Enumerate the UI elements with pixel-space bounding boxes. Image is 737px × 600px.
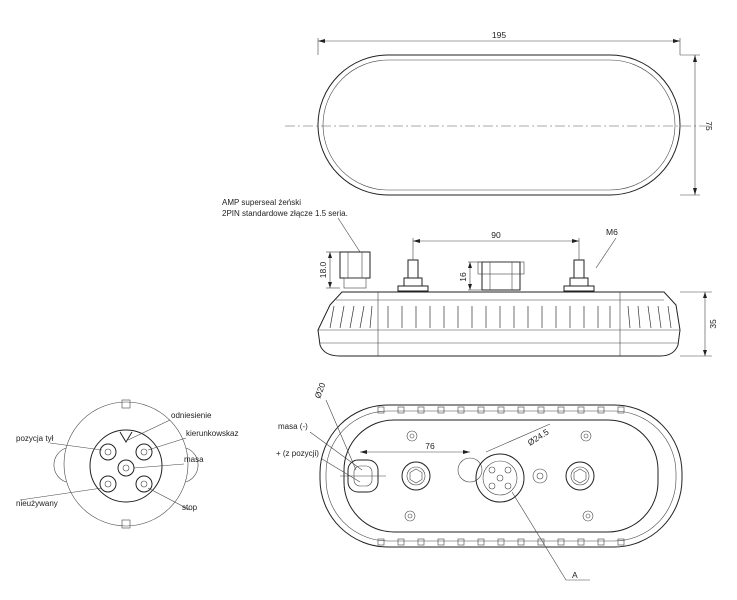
- ribs-top: [377, 406, 625, 414]
- pinout-reference-label: odniesienie: [171, 411, 212, 420]
- length-dimension: 195: [492, 30, 506, 40]
- pin-ground: [117, 459, 135, 477]
- plain-hole: [457, 457, 483, 483]
- positive-label: + (z pozycji): [276, 449, 319, 458]
- pinout-stop-label: stop: [182, 503, 198, 512]
- back-bolt-left: [401, 461, 431, 491]
- center-socket: [481, 261, 521, 291]
- ribs-bottom: [377, 538, 625, 546]
- pin-stop: [135, 475, 153, 493]
- screw-bottom-left: [404, 510, 416, 522]
- screw-top-left: [406, 430, 418, 442]
- section-mark: A: [572, 570, 578, 580]
- hole-diameter-dimension: Ø20: [312, 381, 327, 400]
- vent-valve: [532, 468, 548, 484]
- height-dimension: 75: [704, 121, 714, 131]
- pinout-outer-circle: [63, 401, 189, 527]
- back-view: 76 Ø20 Ø24.5 masa (-) + (z pozycji) A: [276, 381, 683, 581]
- top-view: 195 75: [285, 30, 714, 196]
- pin-turn-signal: [135, 443, 153, 461]
- connector-leader: [337, 217, 361, 253]
- screw-bottom-right: [582, 510, 594, 522]
- pin-tail-position: [99, 443, 117, 461]
- socket-depth-dimension: 16: [458, 272, 468, 282]
- screw-top-right: [580, 430, 592, 442]
- connector-height-dimension: 18.0: [318, 261, 328, 278]
- connector-note-line1: AMP superseal żeński: [222, 198, 301, 207]
- body-depth-dimension: 35: [708, 319, 718, 329]
- back-socket: [475, 453, 525, 503]
- amp-connector: [339, 251, 371, 279]
- pinout-detail: odniesienie kierunkowskaz masa pozycja t…: [16, 399, 238, 529]
- fins: [329, 305, 672, 329]
- bolt-spacing-dimension: 90: [491, 230, 501, 240]
- pinout-socket-face: [89, 429, 163, 503]
- lamp-outline-inner: [322, 59, 676, 191]
- back-outline-outer: [319, 404, 683, 548]
- pinout-tail-position-label: pozycja tył: [16, 434, 54, 443]
- pinout-turn-signal-label: kierunkowskaz: [186, 429, 238, 438]
- pin-unused: [99, 475, 117, 493]
- pin-offset-dimension: 76: [425, 441, 435, 451]
- pinout-unused-label: nieużywany: [16, 499, 58, 508]
- back-inner-panel: [343, 419, 659, 533]
- housing-profile: [317, 291, 681, 357]
- ground-label: masa (-): [278, 422, 308, 431]
- pinout-ground-label: masa: [184, 455, 204, 464]
- back-bolt-right: [565, 461, 595, 491]
- lamp-outline-outer: [317, 54, 681, 196]
- bolt-right: [563, 259, 595, 292]
- bolt-left: [397, 259, 429, 292]
- bolt-thread-label: M6: [606, 227, 618, 237]
- connector-note-line2: 2PIN standardowe złącze 1.5 seria.: [222, 209, 348, 218]
- socket-diameter-dimension: Ø24.5: [526, 427, 551, 448]
- side-view: AMP superseal żeński 2PIN standardowe zł…: [222, 198, 718, 357]
